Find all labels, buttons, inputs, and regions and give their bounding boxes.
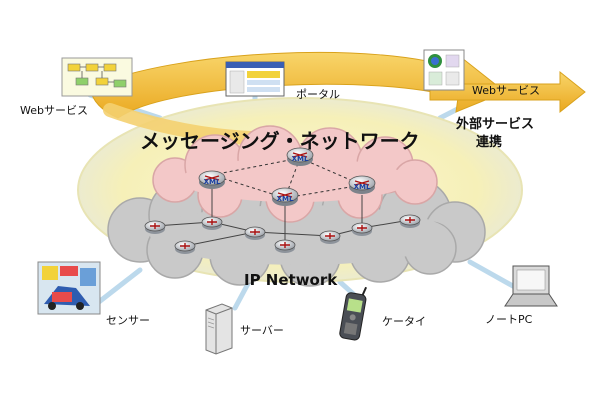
external-service-label-1: 外部サービス: [455, 116, 534, 132]
sensor-label: センサー: [106, 314, 150, 327]
mobile-label: ケータイ: [382, 315, 426, 328]
notebook-label: ノートPC: [485, 313, 533, 326]
external-service-label-2: 連携: [476, 134, 502, 150]
sensor-image-icon: [37, 261, 101, 315]
router-icon: [319, 230, 341, 244]
router-icon: [351, 222, 373, 236]
router-icon: [201, 216, 223, 230]
xml-router-icon: XML: [286, 147, 314, 166]
ip-routers: [144, 214, 421, 254]
server-icon: [205, 303, 233, 355]
xml-badge: XML: [292, 155, 309, 163]
server-label: サーバー: [240, 324, 284, 337]
web-service-right-label: Webサービス: [472, 84, 540, 97]
xml-badge: XML: [204, 178, 221, 186]
router-icon: [174, 240, 196, 254]
router-icon: [399, 214, 421, 228]
xml-router-icon: XML: [271, 187, 299, 206]
router-links: [154, 185, 411, 247]
xml-badge: XML: [277, 195, 294, 203]
portal-label: ポータル: [296, 88, 340, 101]
notebook-pc-icon: [504, 265, 558, 307]
web-service-left-label: Webサービス: [20, 104, 88, 117]
router-icon: [274, 239, 296, 253]
xml-router-icon: XML: [198, 170, 226, 189]
mobile-phone-icon: [339, 286, 368, 341]
ip-network-label: IP Network: [244, 271, 338, 289]
portal-window-icon: [225, 61, 285, 97]
web-service-grid-icon: [423, 49, 465, 91]
xml-routers: XML XML XML XML: [198, 147, 376, 206]
xml-badge: XML: [354, 183, 371, 191]
router-icon: [244, 226, 266, 240]
xml-router-icon: XML: [348, 175, 376, 194]
network-title: メッセージング・ネットワーク: [140, 129, 420, 153]
router-icon: [144, 220, 166, 234]
flowchart-icon: [61, 57, 133, 97]
